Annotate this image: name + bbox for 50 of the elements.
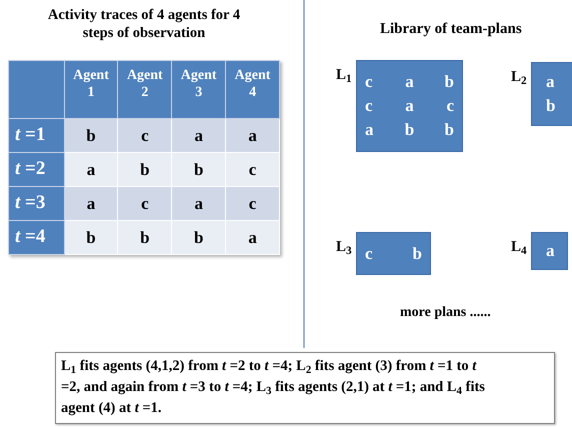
plan-label: L$_{3}$ [336,238,352,258]
header-text: Agent 3 [180,67,218,101]
plan-action: c [445,95,454,117]
plan-action: c [365,71,374,93]
plan-action: b [404,119,416,141]
table-cell: c [118,118,172,152]
table-cell: b [172,152,226,186]
more-plans-note: more plans ...... [400,304,491,322]
plan-action: a [545,240,556,262]
table-cell: b [64,118,118,152]
row-header-cell: t =4 [8,220,64,254]
row-header-cell: t =3 [8,186,64,220]
table-cell: a [226,118,280,152]
explanation-text: L$_{1}$ fits agents (4,1,2) from t =2 to t =4; L$_{2}$ fits agent (3) from t =1 to t =2, and again from t =3 to t =4; L$_{3}$ fits agents (2,1) at t =1; and L$_{4}$ fits agent (4) at t =1. [61,358,485,416]
explanation-box [55,352,555,424]
header-text: Agent 2 [126,67,164,101]
plan-action: a [404,95,415,117]
plan-action: a [545,71,556,93]
table-cell: a [64,152,118,186]
table-cell: a [172,118,226,152]
plan-action: b [545,95,556,117]
plan-action: a [404,71,415,93]
table-cell: b [172,220,226,254]
table-cell: a [172,186,226,220]
table-cell: c [226,186,280,220]
plan-action: b [444,119,454,141]
header-text: Agent 4 [234,67,272,101]
plan-label: L$_{4}$ [511,238,527,258]
row-header-cell: t =1 [8,118,64,152]
plan-box [356,60,463,152]
table-cell: a [226,220,280,254]
table-cell: c [226,152,280,186]
plan-label: L$_{1}$ [336,66,352,86]
plan-box [531,232,568,270]
table-cell: c [118,186,172,220]
plan-action: b [444,71,454,93]
header-text: Agent 1 [72,67,110,101]
plan-action: c [365,95,374,117]
plan-label: L$_{2}$ [511,68,527,88]
row-header-cell: t =2 [8,152,64,186]
plan-action: a [365,119,374,141]
table-cell: b [118,220,172,254]
table-cell: b [64,220,118,254]
table-cell: a [64,186,118,220]
library-title: Library of team-plans [380,20,522,39]
plan-action: b [412,242,422,264]
plan-box [356,232,431,275]
plan-action: c [365,242,374,264]
table-cell: b [118,152,172,186]
table-title: Activity traces of 4 agents for 4 steps of observation [46,6,242,42]
